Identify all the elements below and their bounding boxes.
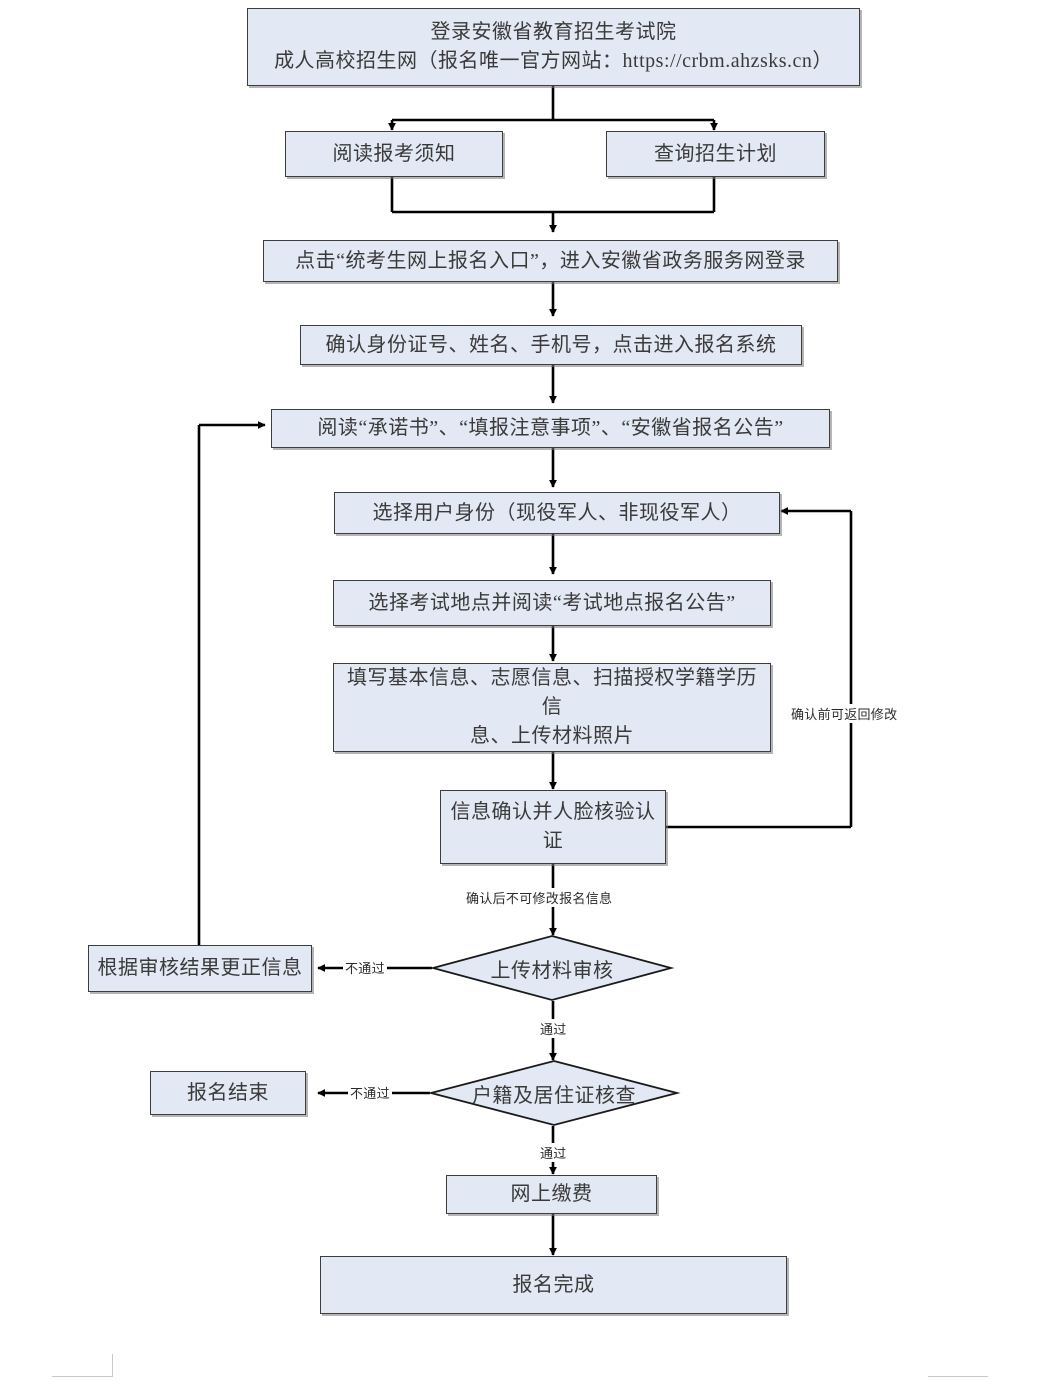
edge-label-residence-fail: 不通过 <box>348 1083 392 1102</box>
node-registration-complete[interactable]: 报名完成 <box>320 1256 787 1314</box>
node-login[interactable]: 登录安徽省教育招生考试院 成人高校招生网（报名唯一官方网站：https://cr… <box>247 8 860 86</box>
decision-residence-check[interactable]: 户籍及居住证核查 <box>427 1060 681 1126</box>
node-query-plan[interactable]: 查询招生计划 <box>606 131 825 177</box>
node-click-entry[interactable]: 点击“统考生网上报名入口”，进入安徽省政务服务网登录 <box>263 240 838 282</box>
node-registration-end[interactable]: 报名结束 <box>150 1071 306 1115</box>
node-fill-info[interactable]: 填写基本信息、志愿信息、扫描授权学籍学历信 息、上传材料照片 <box>333 663 771 752</box>
node-read-documents[interactable]: 阅读“承诺书”、“填报注意事项”、“安徽省报名公告” <box>271 409 830 448</box>
node-online-payment[interactable]: 网上缴费 <box>446 1175 657 1214</box>
node-select-user-type[interactable]: 选择用户身份（现役军人、非现役军人） <box>334 492 780 534</box>
node-correct-info[interactable]: 根据审核结果更正信息 <box>88 945 312 992</box>
node-confirm-identity[interactable]: 确认身份证号、姓名、手机号，点击进入报名系统 <box>300 325 802 365</box>
decision-material-review[interactable]: 上传材料审核 <box>429 935 675 1001</box>
edge-label-material-pass: 通过 <box>538 1019 569 1038</box>
node-face-verify[interactable]: 信息确认并人脸核验认证 <box>440 790 666 864</box>
node-read-notice[interactable]: 阅读报考须知 <box>285 131 503 177</box>
page-guide-bottom-left <box>52 1354 113 1377</box>
edge-label-no-modify-after-confirm: 确认后不可修改报名信息 <box>464 888 615 907</box>
node-select-exam-site[interactable]: 选择考试地点并阅读“考试地点报名公告” <box>333 580 771 626</box>
edge-label-residence-pass: 通过 <box>538 1143 569 1162</box>
page-guide-bottom-right <box>928 1354 988 1377</box>
edge-label-return-before-confirm: 确认前可返回修改 <box>789 704 900 723</box>
edge-label-material-fail: 不通过 <box>343 958 387 977</box>
